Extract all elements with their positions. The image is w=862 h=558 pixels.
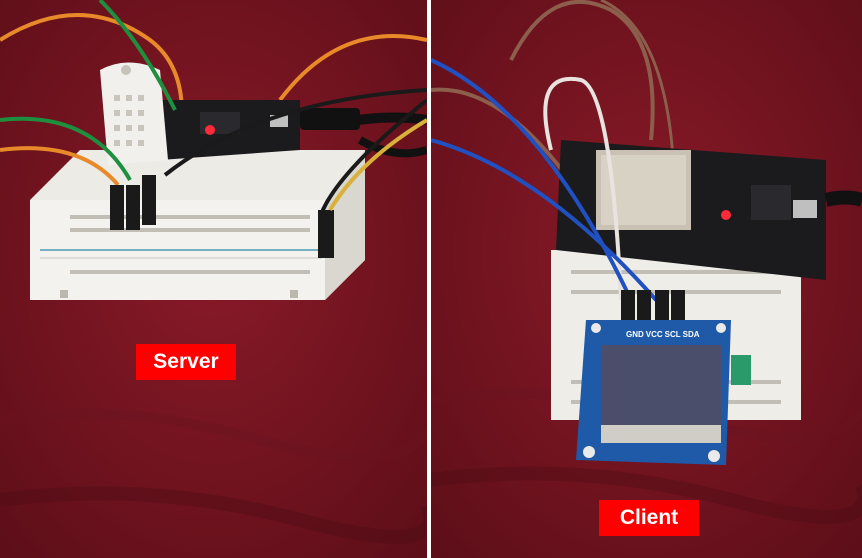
white-wire <box>543 76 623 301</box>
brown-wire <box>509 0 655 141</box>
pin-label-vcc: VCC <box>645 330 663 339</box>
client-photo-illustration <box>431 0 862 558</box>
client-esp32-board <box>556 140 862 280</box>
dht-sensor <box>100 62 168 165</box>
usb-cable <box>300 108 427 158</box>
oled-header-pins <box>621 290 685 320</box>
black-wire <box>163 88 427 177</box>
pin-label-scl: SCL <box>664 330 681 339</box>
server-photo-illustration <box>0 0 427 558</box>
green-wire <box>98 0 177 111</box>
yellow-wire <box>328 118 427 212</box>
server-photo <box>0 0 427 558</box>
server-breadboard <box>30 150 365 300</box>
blue-wire <box>431 58 633 301</box>
orange-wire <box>0 13 184 141</box>
pin-label-gnd: GND <box>626 330 644 339</box>
oled-display <box>576 320 751 465</box>
pin-label-sda: SDA <box>682 330 700 339</box>
jumper-headers <box>110 175 334 258</box>
server-esp32-board <box>150 100 300 160</box>
oled-pin-labels: GND VCC SCL SDA <box>626 330 700 339</box>
client-photo: GND VCC SCL SDA <box>431 0 862 558</box>
server-label: Server <box>136 344 236 380</box>
client-label: Client <box>599 500 699 536</box>
